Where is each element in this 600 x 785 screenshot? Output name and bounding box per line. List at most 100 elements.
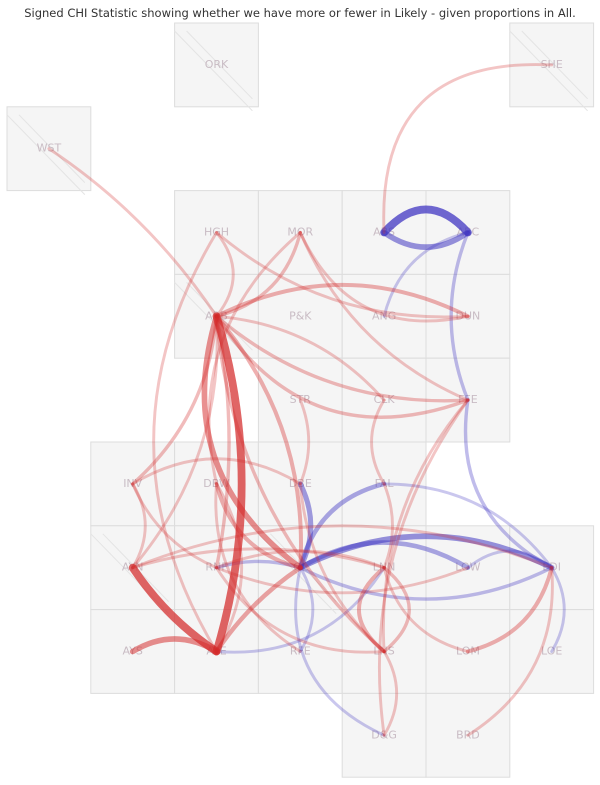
flow-rnf-to-lnn-50	[215, 549, 386, 570]
flow-arb-to-ayn-29	[131, 314, 219, 570]
flow-ffe-to-edi-9	[463, 398, 554, 570]
flow-gl-to-dbe-4	[297, 481, 314, 571]
flow-arb-to-gl-18	[214, 314, 303, 570]
flow-inv-to-dbe-46	[131, 457, 302, 486]
flow-lnn-to-lns-55	[357, 565, 387, 654]
flow-ang-to-abc-10	[382, 231, 470, 318]
area-cell-fal	[341, 441, 427, 527]
area-cells	[6, 22, 595, 778]
area-label-mor: MOR	[287, 226, 313, 239]
flow-she-to-abs-35	[382, 63, 554, 234]
area-label-pk: P&K	[289, 309, 312, 322]
flow-gl-to-aye-19	[214, 565, 303, 654]
area-label-rnf: RNF	[205, 561, 227, 574]
flow-arb-to-gl-17	[201, 313, 304, 571]
flow-dbw-to-rfe-53	[214, 482, 302, 653]
flow-hgh-to-aye-38	[152, 231, 218, 653]
area-cell-loe	[509, 609, 595, 694]
area-label-dbe: DBE	[289, 477, 312, 490]
area-cell-dg	[341, 692, 427, 778]
area-label-ork: ORK	[205, 58, 229, 71]
area-label-inv: INV	[123, 477, 142, 490]
flow-ayn-to-edi-49	[131, 524, 554, 570]
flow-fal-to-edi-11	[382, 482, 554, 570]
flow-inv-to-ayn-47	[131, 482, 147, 570]
area-label-lns: LNS	[373, 645, 394, 658]
area-label-brd: BRD	[456, 728, 480, 741]
flow-abc-to-abs-1	[381, 229, 471, 250]
flow-gl-to-rnf-6	[214, 559, 302, 570]
flow-lines	[47, 63, 566, 737]
flow-mor-to-ffe-37	[298, 231, 470, 402]
flow-gl-to-low-3	[298, 540, 471, 570]
area-label-ang: ANG	[372, 309, 396, 322]
flow-loe-to-edi-13	[550, 566, 566, 653]
area-label-lom: LOM	[456, 645, 480, 658]
cell-diagonal-she-1	[521, 30, 588, 100]
area-cell-she	[509, 22, 595, 108]
cell-diagonal-wst-1	[18, 114, 86, 183]
flow-arb-to-ffe-25	[214, 314, 470, 403]
flow-hgh-to-dun-39	[215, 231, 470, 319]
flow-lns-to-lnn-56	[382, 566, 411, 654]
area-cell-str	[257, 357, 343, 443]
area-cell-wst	[6, 106, 92, 192]
area-label-ffe: FFE	[458, 393, 478, 406]
chart-title: Signed CHI Statistic showing whether we …	[24, 6, 576, 20]
flow-arb-to-aye-21	[212, 312, 246, 656]
cell-diagonal-ork-0	[174, 30, 253, 112]
flow-ffe-to-dg-44	[377, 398, 470, 737]
cell-diagonal-she-0	[509, 30, 588, 112]
area-cell-rnf	[174, 525, 259, 611]
flow-brd-to-edi-60	[466, 566, 554, 737]
flow-ayn-to-aye-23	[128, 563, 221, 656]
area-cell-ang	[341, 273, 427, 359]
flow-gl-to-edi-2	[297, 533, 555, 571]
flow-abs-to-abc-0	[380, 205, 472, 237]
flow-lom-to-edi-58	[465, 565, 554, 654]
flow-ayn-to-lnn-48	[131, 547, 386, 570]
area-cell-dbe	[257, 441, 343, 527]
flow-inv-to-rnf-45	[131, 482, 218, 570]
area-label-loe: LOE	[541, 645, 562, 658]
flow-arb-to-ffe-26	[214, 314, 470, 419]
flow-str-to-dbe-41	[298, 398, 311, 486]
flow-aye-to-lnn-14	[215, 566, 386, 654]
flow-mor-to-dun-36	[298, 231, 470, 323]
flow-arb-to-hgh-32	[215, 231, 235, 318]
area-cell-ork	[174, 22, 259, 108]
area-label-dg: D&G	[371, 728, 397, 741]
flow-dg-to-lns-61	[382, 650, 399, 737]
area-label-wst: WST	[37, 142, 62, 155]
flow-low-to-edi-12	[466, 549, 554, 570]
area-cell-arb	[174, 273, 259, 359]
cell-diagonal-ork-1	[186, 30, 253, 100]
area-label-fal: FAL	[375, 477, 395, 490]
area-cell-ffe	[425, 357, 511, 443]
flow-dbe-to-lns-62	[298, 482, 386, 653]
flow-lnn-to-fal-57	[382, 482, 394, 570]
area-label-lnn: LNN	[373, 561, 396, 574]
flow-arb-to-rnf-28	[214, 314, 231, 570]
flow-rfe-to-gl-15	[298, 566, 315, 653]
flow-arb-to-mor-31	[214, 230, 302, 318]
flow-clk-to-fal-42	[370, 398, 386, 486]
area-label-hgh: HGH	[204, 226, 229, 239]
area-cell-brd	[425, 692, 511, 778]
flow-gl-to-edi-7	[298, 566, 554, 601]
flow-wst-to-arb-34	[47, 147, 218, 318]
area-cell-hgh	[174, 190, 259, 275]
flow-dbw-to-aye-54	[215, 482, 244, 653]
area-label-dun: DUN	[456, 309, 481, 322]
flow-arb-to-clk-33	[215, 314, 386, 402]
flow-gl-to-dg-16	[294, 566, 386, 737]
area-label-she: SHE	[541, 58, 563, 71]
area-label-clk: CLK	[374, 393, 396, 406]
flow-rnf-to-low-51	[215, 566, 470, 595]
flow-dbw-to-gl-20	[214, 481, 303, 570]
cell-diagonal-wst-0	[6, 114, 86, 195]
flow-arb-to-dun-24	[214, 282, 470, 319]
area-label-rfe: RFE	[290, 645, 311, 658]
